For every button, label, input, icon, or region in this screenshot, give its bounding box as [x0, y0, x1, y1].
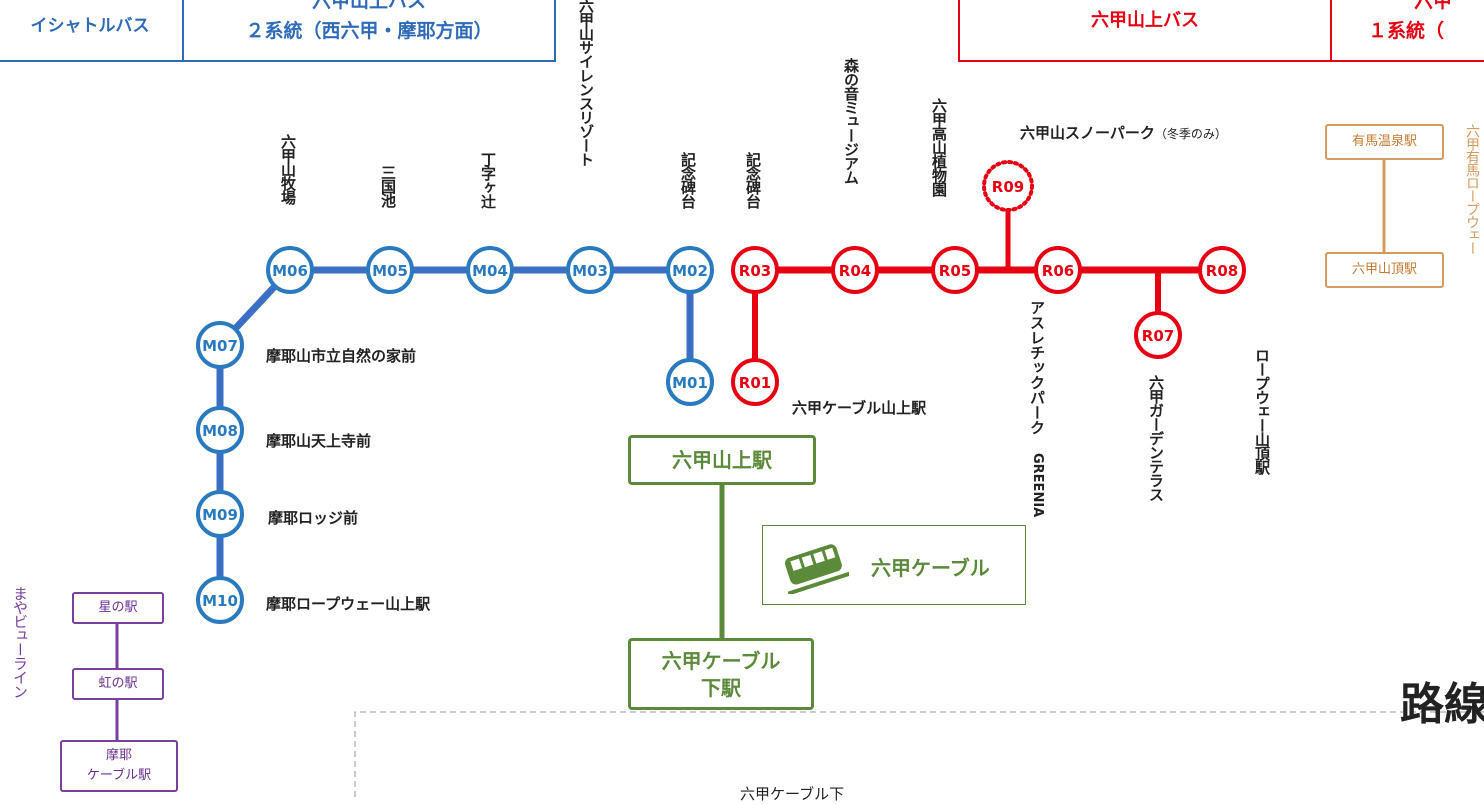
label-M02: 記念碑台: [679, 152, 697, 208]
label-R09-name: 六甲山スノーパーク: [1020, 124, 1155, 142]
station-M04[interactable]: M04: [466, 246, 514, 294]
header-bus-system-1-title: 六甲: [1414, 0, 1453, 12]
header-bus-red: 六甲山上バス: [958, 0, 1332, 62]
header-bus-system-2-subtitle: ２系統（西六甲・摩耶方面）: [245, 20, 493, 42]
station-M10[interactable]: M10: [196, 576, 244, 624]
label-R06: アスレチックパーク GREENIA: [1028, 300, 1046, 517]
station-code: M08: [202, 422, 238, 440]
cable-top-station[interactable]: 六甲山上駅: [628, 435, 816, 485]
label-R01: 六甲ケーブル山上駅: [792, 399, 927, 417]
label-M09: 摩耶ロッジ前: [268, 509, 359, 527]
legend-partial-text: 六甲ケーブル下: [740, 785, 845, 803]
label-R06-name2: GREENIA: [1030, 453, 1045, 518]
label-M06: 六甲山牧場: [279, 134, 297, 204]
header-shuttle-label: イシャトルバス: [30, 16, 150, 36]
mayaview-station-2-label: 虹の駅: [98, 676, 138, 691]
station-code: R03: [739, 262, 771, 280]
station-R03[interactable]: R03: [731, 246, 779, 294]
label-R04: 森の音ミュージアム: [842, 58, 860, 184]
station-M05[interactable]: M05: [366, 246, 414, 294]
cable-bottom-station-label-2: 下駅: [701, 676, 741, 700]
station-R01[interactable]: R01: [731, 358, 779, 406]
station-R05[interactable]: R05: [931, 246, 979, 294]
station-code: M03: [572, 262, 608, 280]
station-code: M09: [202, 506, 238, 524]
station-R07[interactable]: R07: [1134, 311, 1182, 359]
station-code: R05: [939, 262, 971, 280]
cable-bottom-station[interactable]: 六甲ケーブル 下駅: [628, 638, 814, 710]
label-R06-name: アスレチックパーク: [1028, 300, 1046, 435]
station-R08[interactable]: R08: [1198, 246, 1246, 294]
label-R09-note: （冬季のみ）: [1154, 127, 1227, 141]
station-code: R06: [1042, 262, 1074, 280]
station-R04[interactable]: R04: [831, 246, 879, 294]
station-code: R01: [739, 374, 771, 392]
section-title: 路線: [1400, 679, 1484, 730]
station-code: M05: [372, 262, 408, 280]
mayaview-station-3-label-1: 摩耶: [105, 748, 132, 763]
station-code: M06: [272, 262, 308, 280]
label-M04: 丁字ヶ辻: [479, 152, 497, 208]
station-M08[interactable]: M08: [196, 406, 244, 454]
station-code: R09: [992, 178, 1024, 196]
station-code: M10: [202, 592, 238, 610]
mayaview-station-1[interactable]: 星の駅: [72, 592, 164, 624]
cable-legend-label: 六甲ケーブル: [871, 556, 990, 580]
label-R08: ロープウェー山頂駅: [1253, 348, 1271, 474]
header-bus-system-1: 六甲 １系統（: [1330, 0, 1484, 62]
cable-car-icon: [781, 538, 854, 598]
header-bus-system-2-title: 六甲山上バス: [311, 0, 426, 12]
label-R03: 記念碑台: [744, 152, 762, 208]
station-M09[interactable]: M09: [196, 490, 244, 538]
station-M01[interactable]: M01: [666, 358, 714, 406]
label-R05: 六甲高山植物園: [930, 98, 948, 196]
cable-top-station-label: 六甲山上駅: [672, 448, 772, 472]
station-M06[interactable]: M06: [266, 246, 314, 294]
legend-frame: [354, 711, 1484, 797]
label-R09: 六甲山スノーパーク（冬季のみ）: [1020, 122, 1227, 143]
mayaview-station-3[interactable]: 摩耶 ケーブル駅: [60, 740, 178, 792]
mayaview-line-name: まやビューライン: [11, 586, 29, 698]
station-R09[interactable]: R09: [982, 160, 1034, 212]
mayaview-station-2[interactable]: 虹の駅: [72, 668, 164, 700]
station-M03[interactable]: M03: [566, 246, 614, 294]
station-code: M04: [472, 262, 508, 280]
header-bus-system-1-subtitle: １系統（: [1368, 20, 1445, 42]
station-M07[interactable]: M07: [196, 321, 244, 369]
mayaview-station-3-label-2: ケーブル駅: [86, 768, 152, 783]
header-shuttle-bus: イシャトルバス: [0, 0, 184, 62]
station-code: R07: [1142, 327, 1174, 345]
label-R07: 六甲ガーデンテラス: [1147, 375, 1165, 501]
station-R06[interactable]: R06: [1034, 246, 1082, 294]
label-M07: 摩耶山市立自然の家前: [266, 347, 417, 365]
station-code: M02: [672, 262, 708, 280]
mayaview-station-1-label: 星の駅: [98, 600, 138, 615]
header-bus-red-title: 六甲山上バス: [1091, 10, 1199, 31]
station-code: R04: [839, 262, 871, 280]
label-M03: 六甲山サイレンスリゾート: [577, 0, 595, 166]
label-M10: 摩耶ロープウェー山上駅: [266, 595, 431, 613]
header-bus-system-2: 六甲山上バス ２系統（西六甲・摩耶方面）: [182, 0, 556, 62]
label-M08: 摩耶山天上寺前: [266, 432, 372, 450]
station-code: M01: [672, 374, 708, 392]
ropeway-top-station[interactable]: 有馬温泉駅: [1325, 124, 1444, 160]
ropeway-line-name: 六甲有馬ロープウェー: [1464, 124, 1480, 254]
station-M02[interactable]: M02: [666, 246, 714, 294]
station-code: R08: [1206, 262, 1238, 280]
cable-bottom-station-label-1: 六甲ケーブル: [661, 649, 781, 673]
cable-legend: 六甲ケーブル: [762, 525, 1026, 605]
label-M05: 三国池: [379, 165, 397, 207]
ropeway-bottom-station[interactable]: 六甲山頂駅: [1325, 252, 1444, 288]
ropeway-top-station-label: 有馬温泉駅: [1351, 134, 1417, 149]
ropeway-bottom-station-label: 六甲山頂駅: [1351, 262, 1417, 277]
station-code: M07: [202, 337, 238, 355]
